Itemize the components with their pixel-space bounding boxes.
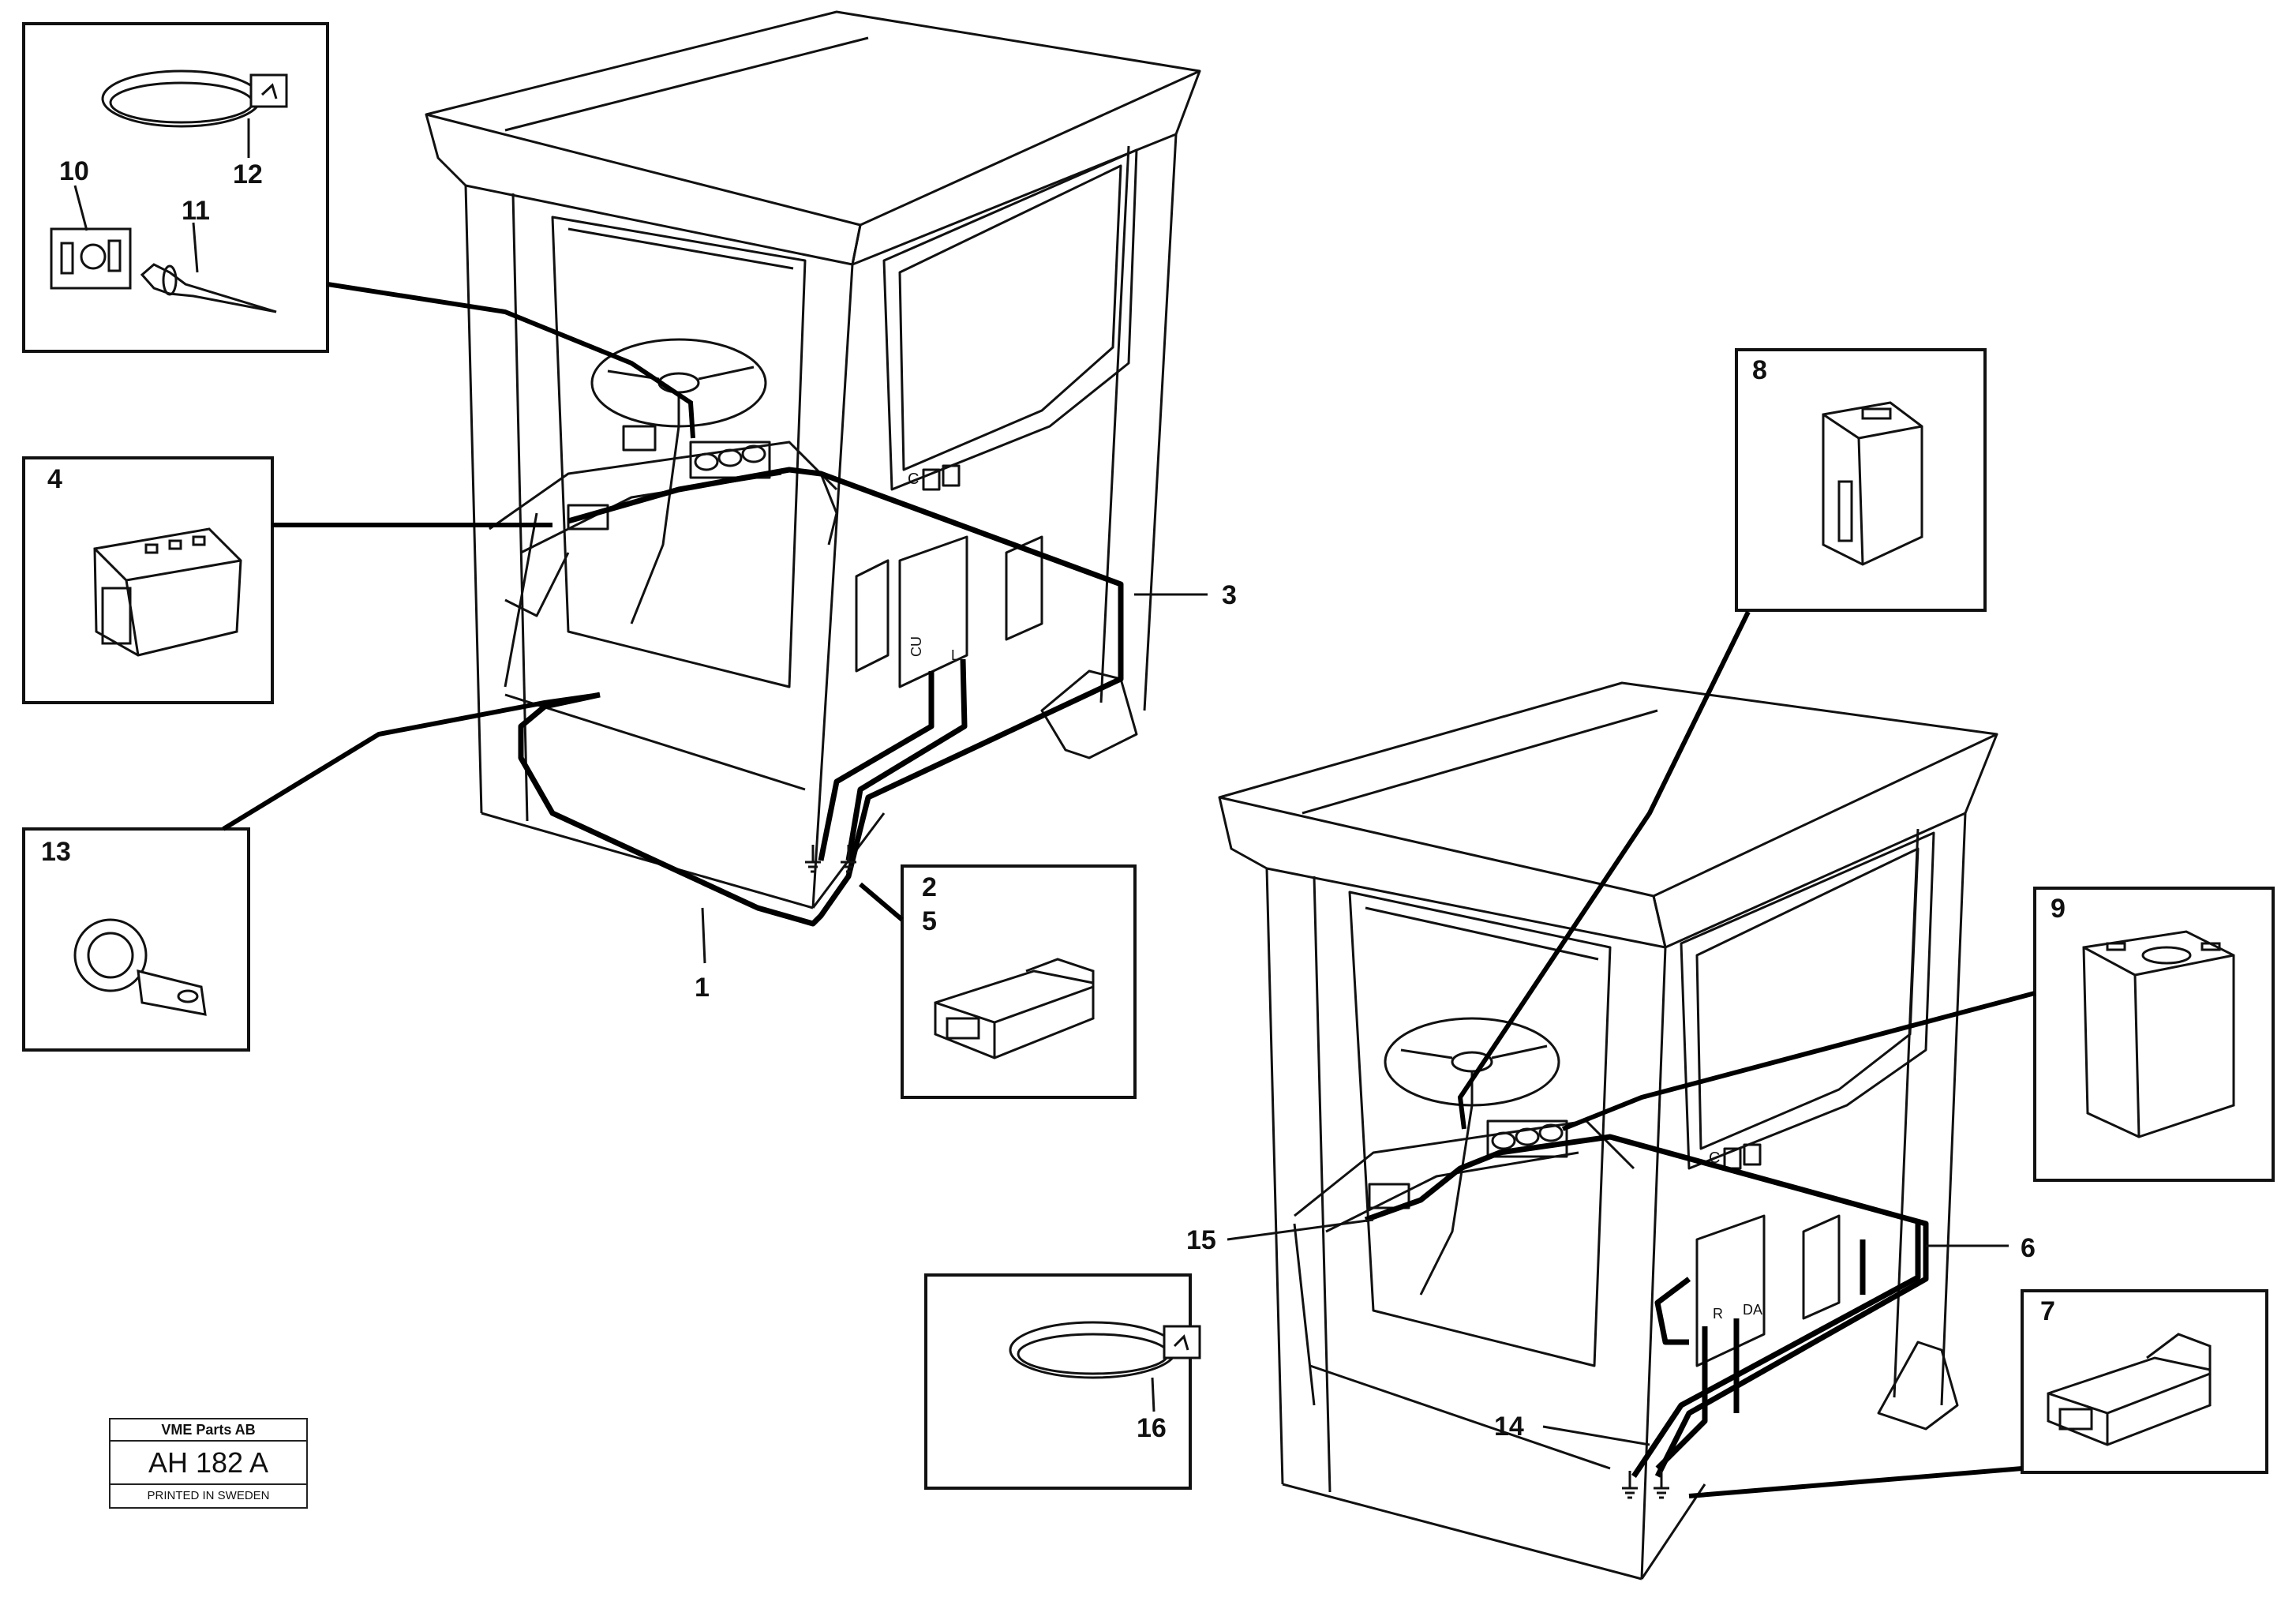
detail-box-connector-7	[2021, 1289, 2268, 1474]
callout-3: 3	[1222, 580, 1237, 610]
relay-icon	[93, 527, 242, 657]
callout-12: 12	[233, 159, 263, 189]
callout-9: 9	[2051, 894, 2066, 924]
callout-6: 6	[2021, 1233, 2036, 1263]
terminal-label-da: DA	[1743, 1302, 1762, 1318]
right-harness	[1364, 1134, 1929, 1478]
stamp-company: VME Parts AB	[110, 1419, 306, 1442]
left-cab	[425, 10, 1201, 909]
detail-box-clamp-13	[22, 827, 250, 1052]
terminal-label-c-bottom: C	[1709, 1149, 1720, 1167]
document-stamp: VME Parts AB AH 182 A PRINTED IN SWEDEN	[109, 1418, 308, 1509]
callout-4: 4	[47, 464, 62, 494]
callout-7: 7	[2040, 1296, 2055, 1326]
terminal-label-c-top: C	[908, 471, 919, 488]
left-ground-symbols	[803, 843, 858, 873]
callout-5: 5	[922, 906, 937, 936]
terminal-label-cu: CU	[908, 636, 924, 657]
callout-10: 10	[59, 156, 89, 186]
left-harness	[518, 467, 1124, 927]
connector-housing-icon	[934, 958, 1095, 1059]
mounting-clip-icon	[50, 227, 132, 290]
terminal-label-r: R	[1713, 1306, 1723, 1322]
leader-lines	[222, 282, 2036, 1498]
callout-15: 15	[1186, 1225, 1216, 1255]
callout-1: 1	[695, 973, 710, 1003]
right-cab	[1218, 681, 1998, 1581]
callout-13: 13	[41, 837, 71, 867]
terminal-label-l: L	[951, 647, 959, 663]
stamp-drawing-code: AH 182 A	[148, 1446, 269, 1479]
cable-tie-icon	[101, 69, 288, 128]
stamp-printed-note: PRINTED IN SWEDEN	[110, 1483, 306, 1507]
callout-16: 16	[1137, 1413, 1167, 1443]
detail-box-relay-9	[2033, 887, 2275, 1182]
cable-clamp-icon	[73, 918, 207, 1016]
relay-socket-icon	[1822, 401, 1923, 566]
connector-icon	[2047, 1333, 2212, 1446]
callout-11: 11	[182, 196, 210, 226]
detail-box-relay-4	[22, 456, 274, 704]
callout-2: 2	[922, 872, 937, 902]
detail-box-connector-2-5	[901, 864, 1137, 1099]
detail-box-clip-tie	[22, 22, 329, 353]
mounting-pin-icon	[140, 263, 277, 313]
detail-box-relay-8	[1735, 348, 1987, 612]
thin-leader-lines	[701, 593, 2009, 1446]
relay-block-icon	[2082, 930, 2235, 1138]
callout-8: 8	[1752, 355, 1767, 385]
callout-14: 14	[1494, 1412, 1524, 1442]
cable-tie-icon	[1009, 1321, 1201, 1379]
detail-box-cable-tie-16	[924, 1273, 1201, 1490]
